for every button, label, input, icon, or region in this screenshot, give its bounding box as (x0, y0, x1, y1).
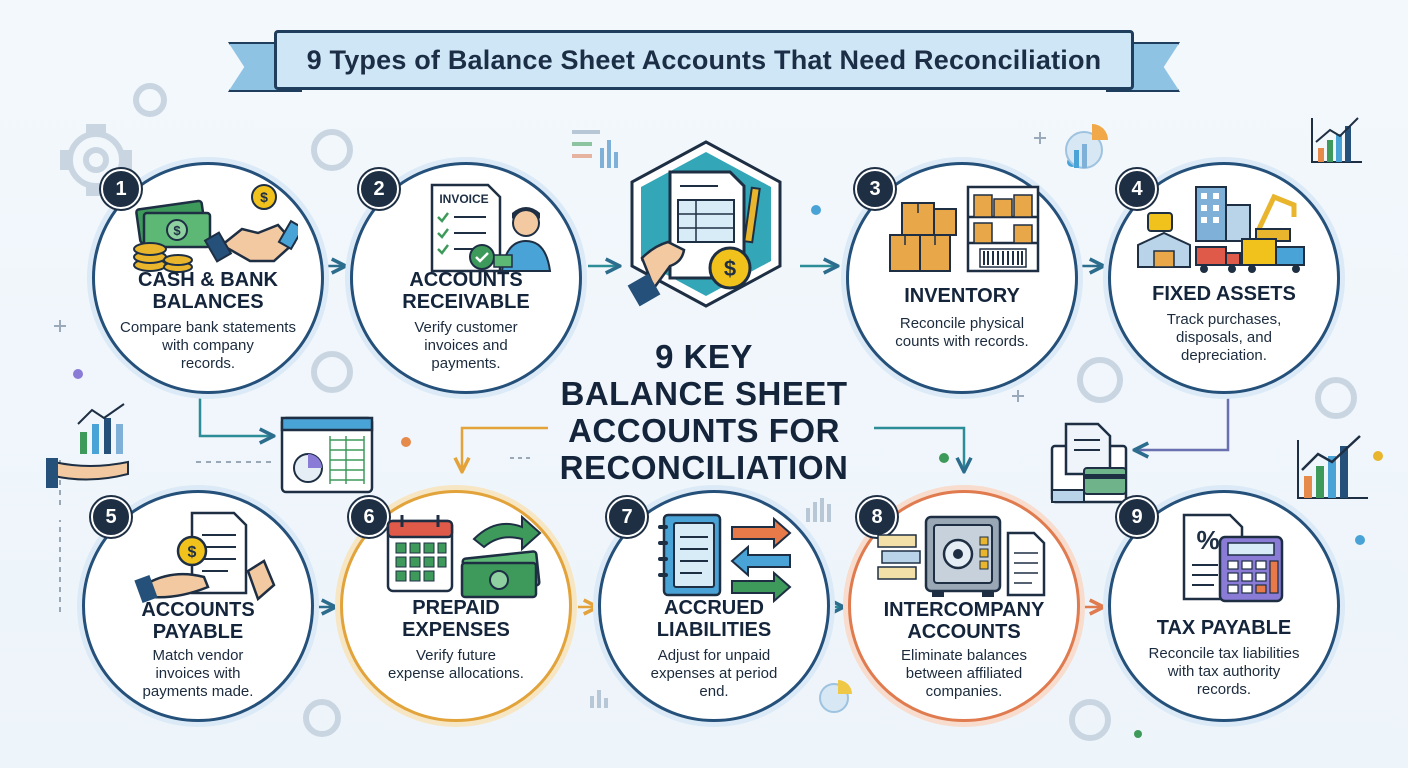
step-card-inventory: 3 INVENTORY Reconcile physical counts wi… (846, 162, 1078, 394)
warehouse-boxes-icon (889, 185, 1040, 273)
safe-documents-icon (877, 515, 1046, 597)
step-number-badge: 9 (1117, 497, 1157, 537)
step-card-tax-payable: 9 % TAX PAYABLE Reconcile tax liabilitie… (1108, 490, 1340, 722)
step-card-prepaid-expenses: 6 PREPAID EXPENSES Verify future expense… (340, 490, 572, 722)
step-description: Compare bank statements with company rec… (120, 319, 296, 372)
step-description: Reconcile physical counts with records. (895, 315, 1029, 350)
step-number-badge: 6 (349, 497, 389, 537)
step-description: Eliminate balances between affiliated co… (901, 647, 1027, 700)
step-number-badge: 1 (101, 169, 141, 209)
ledger-arrows-icon (658, 513, 792, 603)
step-title: TAX PAYABLE (1156, 617, 1292, 639)
step-title: ACCOUNTS PAYABLE (141, 599, 255, 643)
step-card-accounts-receivable: 2 INVOICE ACCOUNTS RECEIVABLE Verify cus… (350, 162, 582, 394)
step-card-fixed-assets: 4 FIXED ASSETS Track purchases, disposal… (1108, 162, 1340, 394)
trend-chart-icon-top-right (1311, 117, 1362, 163)
tax-calculator-icon: % (1182, 513, 1284, 603)
title-ribbon: 9 Types of Balance Sheet Accounts That N… (228, 28, 1180, 92)
svg-text:$: $ (188, 544, 197, 561)
bar-chart-small-icon (590, 498, 831, 708)
calendar-money-icon (386, 514, 542, 599)
step-title: INVENTORY (904, 285, 1020, 307)
svg-text:$: $ (260, 189, 268, 205)
step-card-intercompany-accounts: 8 INTERCOMPANY ACCOUNTS Eliminate balanc… (848, 490, 1080, 722)
bill-payment-icon: $ (134, 511, 276, 603)
step-card-cash-bank: 1 $ $ CASH & BANK BALANCES Compare bank … (92, 162, 324, 394)
step-title: ACCOUNTS RECEIVABLE (402, 269, 530, 313)
ribbon-band: 9 Types of Balance Sheet Accounts That N… (274, 30, 1134, 90)
step-number-badge: 5 (91, 497, 131, 537)
step-description: Match vendor invoices with payments made… (142, 647, 254, 700)
step-card-accounts-payable: 5 $ ACCOUNTS PAYABLE Match vendor invoic… (82, 490, 314, 722)
step-number-badge: 7 (607, 497, 647, 537)
step-description: Reconcile tax liabilities with tax autho… (1148, 645, 1300, 698)
step-description: Verify future expense allocations. (388, 647, 524, 682)
center-document-hexagon-icon: $ (627, 140, 782, 308)
svg-text:$: $ (173, 223, 181, 238)
step-description: Track purchases, disposals, and deprecia… (1166, 311, 1282, 364)
step-title: CASH & BANK BALANCES (138, 269, 278, 313)
flow-center-to-8 (874, 426, 964, 470)
step-title: INTERCOMPANY ACCOUNTS (883, 599, 1045, 643)
step-number-badge: 2 (359, 169, 399, 209)
page-title: 9 Types of Balance Sheet Accounts That N… (306, 44, 1102, 75)
mini-chart-icon-top (572, 130, 618, 168)
document-card-icon (1050, 422, 1128, 504)
flow-4-to-document (1136, 392, 1230, 450)
trend-chart-icon-right (1297, 435, 1368, 499)
pie-chart-icon-top (1065, 124, 1108, 169)
svg-text:%: % (1196, 525, 1219, 555)
cash-and-handshake-icon: $ $ (133, 184, 298, 273)
pie-chart-small-icon (819, 680, 852, 713)
step-number-badge: 3 (855, 169, 895, 209)
invoice-label: INVOICE (439, 192, 488, 206)
spreadsheet-window-icon (280, 416, 374, 494)
step-number-badge: 4 (1117, 169, 1157, 209)
buildings-vehicles-icon (1137, 186, 1305, 273)
step-title: ACCRUED LIABILITIES (656, 597, 772, 641)
svg-text:$: $ (724, 256, 736, 281)
step-description: Verify customer invoices and payments. (414, 319, 518, 372)
flow-center-to-6 (462, 426, 548, 470)
step-description: Adjust for unpaid expenses at period end… (650, 647, 778, 700)
step-title: FIXED ASSETS (1152, 283, 1296, 305)
flow-1-to-sheet (198, 392, 272, 436)
step-title: PREPAID EXPENSES (402, 597, 510, 641)
hand-chart-icon-left (46, 403, 129, 488)
invoice-icon: INVOICE (430, 183, 552, 273)
center-title: 9 KEY BALANCE SHEET ACCOUNTS FOR RECONCI… (559, 338, 849, 486)
step-card-accrued-liabilities: 7 ACCRUED LIABILITIES Adjust for unpaid … (598, 490, 830, 722)
step-number-badge: 8 (857, 497, 897, 537)
